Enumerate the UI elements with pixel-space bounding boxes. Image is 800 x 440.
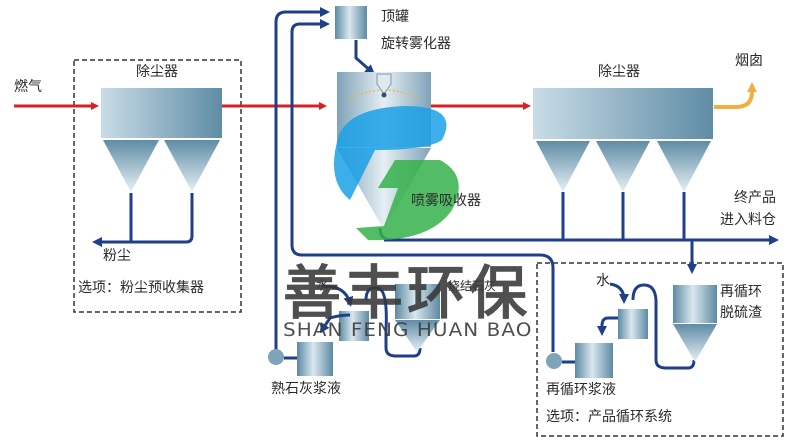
water-label-right: 水 <box>596 273 610 289</box>
pre-collector-option-label: 选项：粉尘预收集器 <box>78 280 204 296</box>
final-product-label-2: 进入料仓 <box>720 212 776 228</box>
main-collector-title: 除尘器 <box>598 64 640 80</box>
final-product-label-1: 终产品 <box>734 190 776 206</box>
pre-dust-collector <box>101 88 222 192</box>
recycle-slurry-label: 再循环浆液 <box>546 382 616 398</box>
main-dust-collector <box>533 88 713 192</box>
top-tank <box>335 6 367 39</box>
dust-label: 粉尘 <box>103 248 131 264</box>
atomizer-feed-pipe <box>354 40 376 75</box>
pre-collector-title: 除尘器 <box>136 64 178 80</box>
recycle-option-box <box>536 262 784 437</box>
logo-watermark-icon <box>333 106 459 241</box>
burnt-lime-label: 烧结石灰 <box>448 279 497 293</box>
watermark-chinese: 善丰环保 <box>283 259 532 327</box>
slaked-lime-system <box>268 284 440 376</box>
spray-absorber-label: 喷雾吸收器 <box>411 193 481 209</box>
dust-pipe <box>92 193 194 247</box>
chimney-label: 烟囱 <box>735 53 763 69</box>
recycle-option-label: 选项：产品循环系统 <box>546 409 672 425</box>
watermark-english: SHAN FENG HUAN BAO <box>283 319 533 341</box>
water-label-left: 水 <box>316 278 329 292</box>
top-tank-label: 顶罐 <box>381 9 409 25</box>
recycle-system <box>546 282 717 378</box>
slaked-lime-slurry-label: 熟石灰浆液 <box>271 381 341 397</box>
recycle-residue-label-2: 脱硫渣 <box>720 305 762 321</box>
recycle-residue-label-1: 再循环 <box>720 284 762 300</box>
pre-collector-option-box <box>73 59 242 313</box>
rotary-atomizer-label: 旋转雾化器 <box>381 36 451 52</box>
chimney-flow-arrow <box>714 82 757 109</box>
feed-pipes <box>274 7 555 355</box>
flue-gas-label: 燃气 <box>14 79 42 95</box>
